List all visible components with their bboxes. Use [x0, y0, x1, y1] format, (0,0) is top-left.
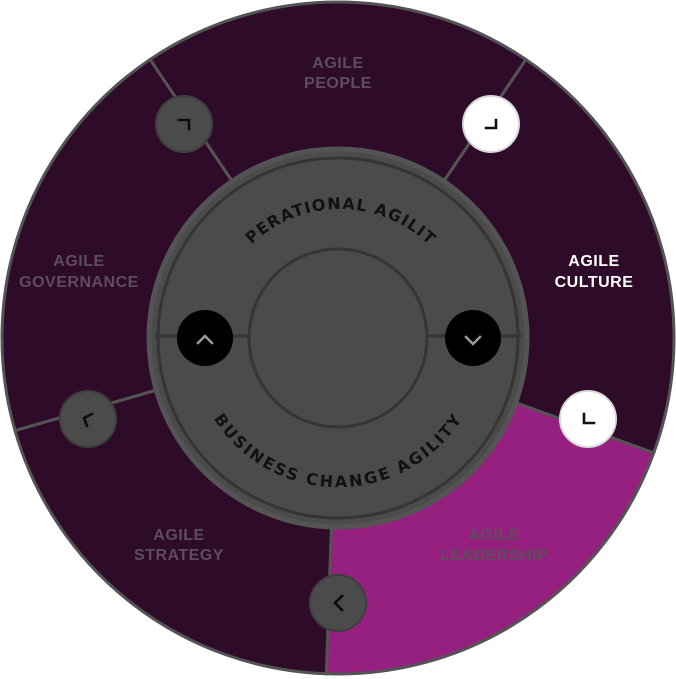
hub-inner-ring	[247, 247, 429, 429]
hub-disc	[148, 148, 528, 528]
label-governance-line1: AGILE	[53, 253, 104, 270]
hub-up-button[interactable]	[177, 310, 233, 366]
label-people-line2: PEOPLE	[304, 75, 372, 92]
chevron-left-icon	[333, 594, 344, 612]
hub-down-button[interactable]	[445, 310, 501, 366]
governance-people-button[interactable]	[155, 95, 213, 153]
label-leadership-line1: AGILE	[468, 527, 519, 544]
chevron-corner-icon	[582, 412, 596, 425]
segment-agile-strategy[interactable]	[0, 57, 234, 433]
segment-buttons	[59, 95, 617, 632]
segment-agile-leadership[interactable]	[13, 388, 333, 676]
label-leadership-line2: LEADERSHIP	[440, 547, 548, 564]
label-culture-line2: CULTURE	[555, 274, 634, 291]
chevron-down-icon	[464, 335, 482, 346]
label-people-line1: AGILE	[312, 55, 363, 72]
segment-agile-governance[interactable]	[148, 0, 528, 183]
chevron-corner-icon	[177, 118, 191, 131]
chevron-up-icon	[196, 334, 214, 345]
strategy-governance-button[interactable]	[59, 390, 117, 448]
culture-people-button[interactable]	[462, 95, 520, 153]
chevron-corner-icon	[484, 118, 498, 130]
culture-leadership-button[interactable]	[559, 390, 617, 448]
segment-agile-culture[interactable]	[324, 401, 656, 676]
segment-agile-people[interactable]	[442, 57, 676, 455]
hub-outer-ring	[156, 156, 520, 520]
label-culture-line1: AGILE	[568, 253, 619, 270]
leadership-strategy-button[interactable]	[309, 574, 367, 632]
label-governance-line2: GOVERNANCE	[19, 274, 139, 291]
chevron-corner-icon	[82, 412, 94, 428]
label-strategy-line2: STRATEGY	[134, 547, 224, 564]
label-strategy-line1: AGILE	[153, 527, 204, 544]
segment-labels: AGILE PEOPLE AGILE CULTURE AGILE LEADERS…	[19, 55, 633, 564]
